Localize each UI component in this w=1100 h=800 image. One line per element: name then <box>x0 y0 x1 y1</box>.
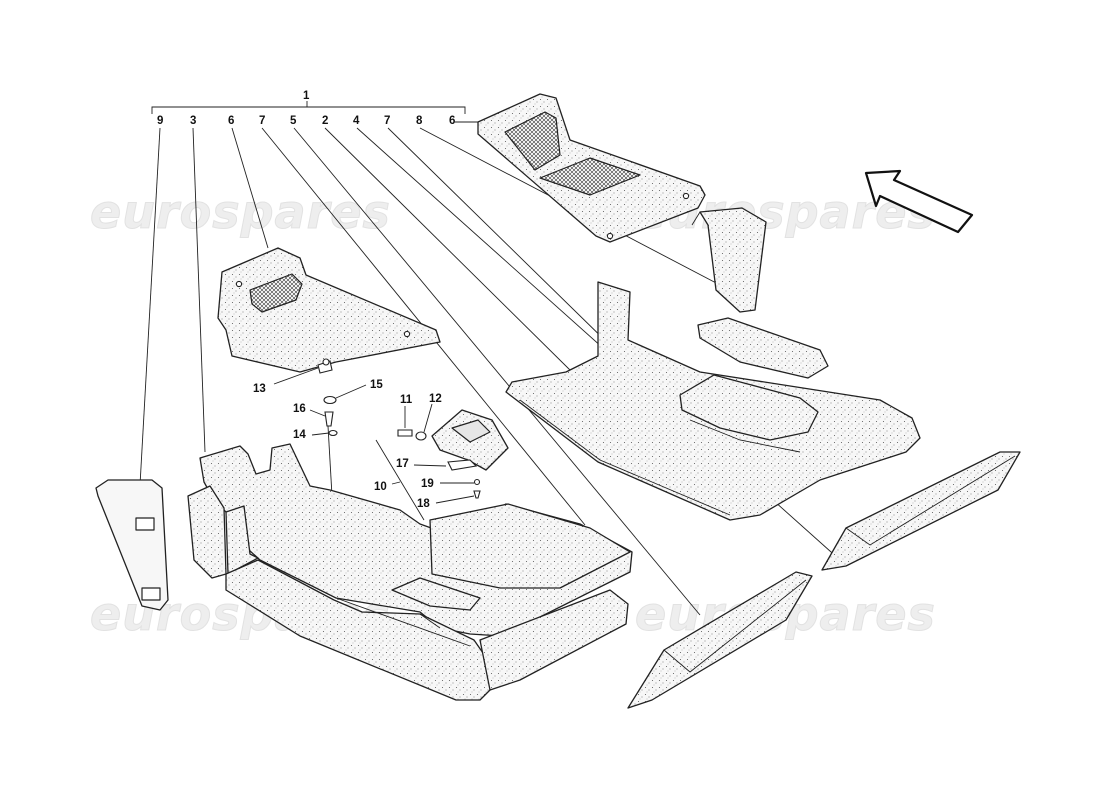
callout-11: 11 <box>400 394 413 406</box>
left-sill-trim <box>627 571 813 709</box>
top-callouts: 9 3 6 7 5 2 4 7 8 6 <box>157 115 455 127</box>
callout-14: 14 <box>293 429 306 441</box>
front-floor-carpet <box>187 443 633 701</box>
watermark-text: eurospares <box>90 185 391 239</box>
center-console-bracket-group: 11 12 17 19 10 18 <box>374 393 509 521</box>
callout-15: 15 <box>370 379 383 391</box>
right-sill-trim <box>821 451 1021 571</box>
callout-7: 7 <box>384 115 390 127</box>
callout-8: 8 <box>416 115 423 127</box>
callout-1: 1 <box>303 90 310 102</box>
left-side-trim-panel <box>95 479 169 611</box>
rear-floor-mat-center <box>505 281 921 521</box>
callout-12: 12 <box>429 393 442 405</box>
front-floor-mat-left <box>217 247 441 373</box>
callout-18: 18 <box>417 498 430 510</box>
callout-6: 6 <box>228 115 234 127</box>
callout-16: 16 <box>293 403 306 415</box>
callout-7: 7 <box>259 115 265 127</box>
callout-4: 4 <box>353 115 360 127</box>
front-floor-mat-right <box>477 93 706 243</box>
callout-13: 13 <box>253 383 266 395</box>
direction-arrow-icon <box>864 169 974 234</box>
group-bracket: 1 <box>151 90 466 114</box>
callout-3: 3 <box>190 115 196 127</box>
callout-17: 17 <box>396 458 409 470</box>
right-side-trim-panel <box>691 207 767 313</box>
callout-19: 19 <box>421 478 434 490</box>
callout-10: 10 <box>374 481 387 493</box>
watermark-text: eurospares <box>635 587 936 641</box>
callout-6: 6 <box>449 115 455 127</box>
callout-9: 9 <box>157 115 163 127</box>
callout-5: 5 <box>290 115 297 127</box>
callout-2: 2 <box>322 115 328 127</box>
